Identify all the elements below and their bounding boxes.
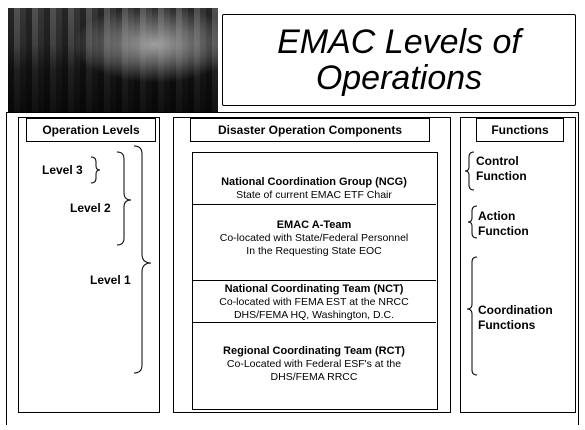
control-function-brace — [464, 151, 475, 191]
level-2-label: Level 2 — [70, 201, 111, 215]
action-function-brace — [467, 205, 478, 239]
control-function-line-1: Control — [476, 154, 519, 168]
title-line-2: Operations — [315, 59, 483, 97]
level-1-brace — [133, 145, 152, 374]
coordination-functions-line-2: Functions — [478, 318, 536, 332]
operations-center-photo — [8, 8, 218, 112]
control-function-line-2: Function — [476, 169, 527, 183]
component-ncg: National Coordination Group (NCG) State … — [192, 176, 436, 202]
coordination-functions-brace — [466, 256, 478, 376]
component-rct-line-2: DHS/FEMA RRCC — [270, 371, 358, 383]
component-emac-a-team-line-2: In the Requesting State EOC — [246, 245, 382, 257]
component-emac-a-team-line-1: Co-located with State/Federal Personnel — [219, 232, 409, 244]
component-emac-a-team: EMAC A-Team Co-located with State/Federa… — [192, 204, 436, 258]
components-column — [173, 117, 451, 413]
coordination-functions-line-1: Coordination — [478, 303, 553, 317]
coordination-functions-label: Coordination Functions — [478, 303, 553, 333]
action-function-line-1: Action — [478, 209, 516, 223]
level-1-label: Level 1 — [90, 273, 131, 287]
level-3-brace — [90, 156, 101, 184]
action-function-line-2: Function — [478, 224, 529, 238]
component-rct-line-1: Co-Located with Federal ESF's at the — [226, 358, 402, 370]
component-nct-line-1: Co-located with FEMA EST at the NRCC — [219, 296, 409, 308]
component-emac-a-team-name: EMAC A-Team — [276, 219, 352, 231]
title-line-1: EMAC Levels of — [277, 23, 521, 61]
action-function-label: Action Function — [478, 209, 529, 239]
page-title: EMAC Levels of Operations — [223, 15, 575, 105]
level-2-brace — [116, 151, 132, 246]
content-frame — [6, 112, 579, 425]
components-header: Disaster Operation Components — [190, 118, 430, 142]
functions-header: Functions — [476, 118, 564, 142]
components-stack — [192, 152, 438, 410]
operation-levels-header: Operation Levels — [26, 118, 156, 142]
component-ncg-name: National Coordination Group (NCG) — [221, 176, 407, 188]
functions-column — [460, 117, 576, 413]
component-nct-line-2: DHS/FEMA HQ, Washington, D.C. — [233, 309, 395, 321]
operation-levels-column — [18, 117, 160, 413]
level-3-label: Level 3 — [42, 163, 83, 177]
component-nct: National Coordinating Team (NCT) Co-loca… — [192, 280, 436, 323]
component-nct-name: National Coordinating Team (NCT) — [224, 283, 404, 295]
title-box: EMAC Levels of Operations — [222, 14, 576, 106]
control-function-label: Control Function — [476, 154, 527, 184]
component-rct-name: Regional Coordinating Team (RCT) — [223, 345, 405, 357]
component-ncg-line-1: State of current EMAC ETF Chair — [236, 189, 392, 201]
component-rct: Regional Coordinating Team (RCT) Co-Loca… — [192, 322, 436, 384]
